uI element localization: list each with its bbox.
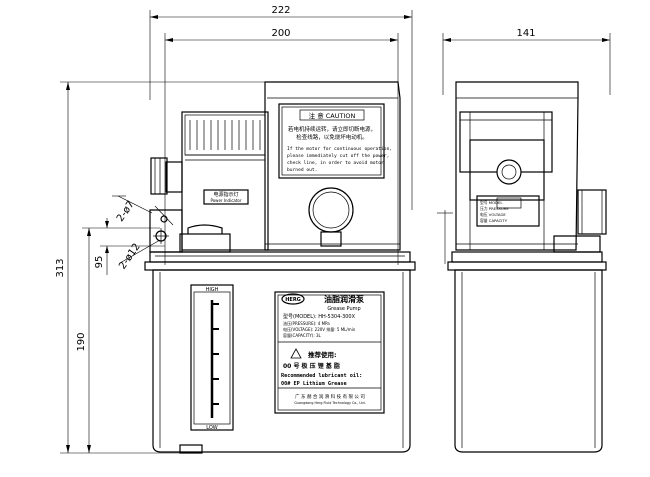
dim-overall-height: 313: [55, 258, 66, 277]
side-label-row-3: 电压 VOLTAGE: [480, 212, 506, 217]
dim-body-width: 200: [271, 28, 290, 39]
side-view: [447, 81, 607, 453]
nameplate-spec-row-1: 油压(PRESSURE): 4 MPa: [283, 320, 330, 326]
nameplate-maker-cn: 广 东 赫 合 润 滑 科 技 有 限 公 司: [295, 393, 365, 400]
nameplate: HERG 油脂润滑泵 Grease Pump 型号(MODEL): HH-530…: [281, 294, 366, 405]
dim-overall-width: 222: [271, 5, 290, 16]
level-gauge: HIGH LOW: [206, 287, 219, 431]
nameplate-grease-cn: 00 号 极 压 锂 基 脂: [283, 362, 340, 370]
caution-cn-line-2: 检查线路，以免烧坏电动机。: [296, 133, 368, 141]
nameplate-spec-row-3: 容量(CAPACITY): 3L: [283, 332, 321, 338]
indicator-label-en: Power Indicator: [210, 198, 241, 203]
side-label-row-4: 容量 CAPACITY: [480, 218, 508, 223]
level-low-label: LOW: [206, 425, 218, 431]
dim-dia-small: 2-ø7: [115, 199, 137, 224]
nameplate-spec-row-2: 电压(VOLTAGE): 220V 排量: 5 ML/min: [283, 326, 356, 332]
nameplate-title-en: Grease Pump: [327, 306, 360, 312]
caution-en-line-3: check line, in order to avoid motor: [287, 160, 384, 166]
dim-reservoir-height: 190: [76, 332, 87, 351]
front-view: [144, 81, 416, 454]
side-nameplate: 型号 MODEL 压力 PRESSURE 电压 VOLTAGE 容量 CAPAC…: [480, 200, 509, 223]
dim-hole-offset: 95: [94, 256, 105, 269]
caution-en-line-1: If the motor for continuous operation,: [287, 146, 392, 152]
dim-side-width: 141: [516, 28, 535, 39]
side-label-row-1: 型号 MODEL: [480, 200, 503, 205]
nameplate-rec-en: Recommended lubricant oil:: [281, 373, 362, 379]
caution-en-line-4: burned out.: [287, 167, 317, 173]
caution-cn-line-1: 若电机持续运转，请立即切断电源，: [288, 125, 376, 133]
power-indicator-label: 电源指示灯 Power Indicator: [210, 191, 241, 203]
indicator-label-cn: 电源指示灯: [213, 191, 238, 198]
caution-en-line-2: please immediately cut off the power,: [287, 153, 389, 159]
caution-title: 注 意 CAUTION: [309, 111, 356, 120]
nameplate-title-cn: 油脂润滑泵: [324, 294, 364, 304]
brand-logo: HERG: [285, 297, 301, 303]
nameplate-model-row: 型号(MODEL): HH-5304-300X: [283, 313, 356, 320]
dimension-lines: [60, 10, 611, 454]
level-high-label: HIGH: [206, 287, 219, 293]
nameplate-maker-en: Guangdong Herg Fluid Technology Co., Ltd…: [294, 401, 365, 405]
side-label-row-2: 压力 PRESSURE: [480, 206, 509, 211]
caution-plate: 注 意 CAUTION 若电机持续运转，请立即切断电源， 检查线路，以免烧坏电动…: [287, 111, 392, 173]
nameplate-warning-cn: 推荐使用:: [308, 350, 337, 359]
nameplate-grease-en: 00# EP Lithium Grease: [281, 381, 347, 387]
